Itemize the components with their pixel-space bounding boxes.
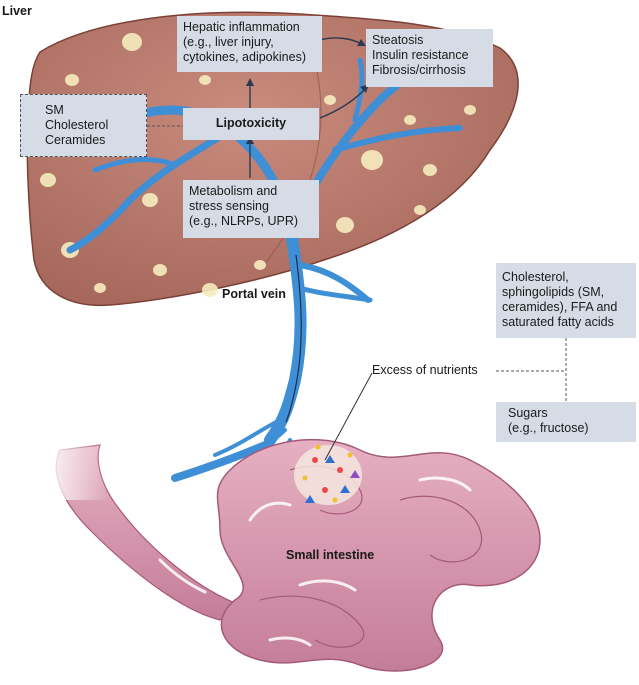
lipids-box: SM Cholesterol Ceramides	[20, 94, 147, 157]
steatosis-box: Steatosis Insulin resistance Fibrosis/ci…	[366, 29, 493, 87]
small-intestine-shape	[40, 430, 541, 672]
nutrient-lipids-box: Cholesterol, sphingolipids (SM, ceramide…	[496, 263, 636, 338]
metabolism-box: Metabolism and stress sensing (e.g., NLR…	[183, 180, 319, 238]
excess-nutrients-label: Excess of nutrients	[372, 363, 478, 377]
lipotoxicity-box: Lipotoxicity	[183, 108, 319, 140]
nutrient-particles	[302, 444, 360, 503]
sugars-box: Sugars (e.g., fructose)	[496, 402, 636, 442]
small-intestine-label: Small intestine	[286, 548, 375, 562]
hepatic-inflammation-box: Hepatic inflammation (e.g., liver injury…	[177, 16, 322, 72]
liver-label: Liver	[2, 4, 32, 18]
portal-vein-label: Portal vein	[222, 287, 286, 301]
